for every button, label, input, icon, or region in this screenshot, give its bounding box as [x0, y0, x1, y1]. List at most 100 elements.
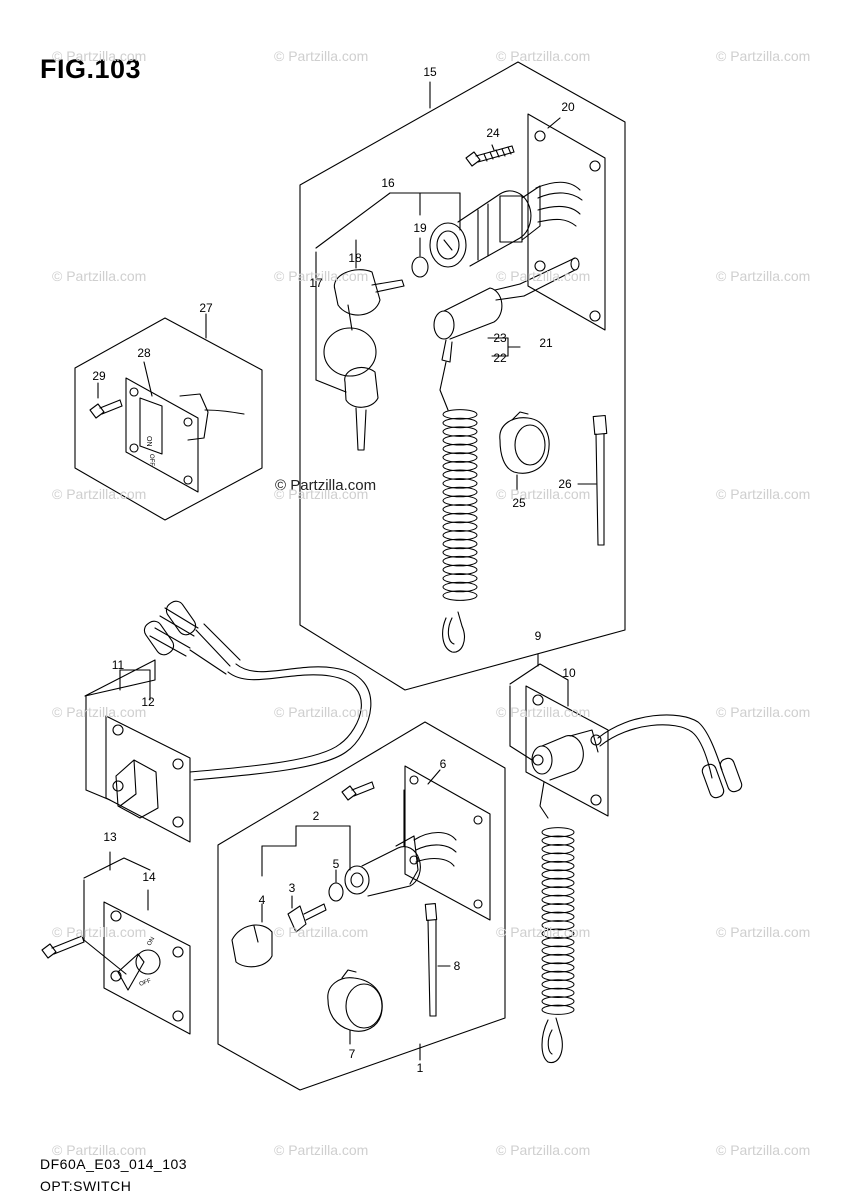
coil-loop-9	[542, 912, 574, 921]
group-27-outline	[75, 318, 262, 520]
coil-loop-21	[443, 418, 477, 428]
key-3	[288, 896, 326, 932]
watermark-text: © Partzilla.com	[52, 268, 147, 284]
panel-plate-10	[526, 686, 608, 816]
callout-13: 13	[103, 830, 117, 844]
callout-10: 10	[562, 666, 576, 680]
watermark-text: © Partzilla.com	[274, 486, 369, 502]
coil-loop-21	[443, 582, 477, 592]
group-9-outline	[510, 664, 568, 684]
callout-14: 14	[142, 870, 156, 884]
callout-9: 9	[534, 629, 542, 643]
watermark-text: © Partzilla.com	[274, 924, 369, 940]
watermark-text: © Partzilla.com	[716, 268, 811, 284]
callout-24: 24	[486, 126, 500, 140]
plate-14	[104, 902, 190, 1034]
callout-11: 11	[111, 658, 125, 672]
nut-19	[412, 257, 428, 277]
cap-7	[328, 970, 382, 1044]
callout-16: 16	[381, 176, 395, 190]
watermark-text: © Partzilla.com	[496, 268, 591, 284]
screw-13	[42, 936, 84, 958]
nut-5	[329, 883, 343, 901]
knob-on-label: ON	[147, 936, 157, 947]
coil-loop-9	[542, 1005, 574, 1014]
key-17	[316, 252, 378, 450]
coil-loop-21	[443, 591, 477, 601]
watermark-text: © Partzilla.com	[52, 486, 147, 502]
callout-21: 21	[539, 336, 553, 350]
coil-loop-9	[542, 946, 574, 955]
watermark-text: © Partzilla.com	[716, 486, 811, 502]
coil-loop-21	[443, 530, 477, 540]
coil-loop-9	[542, 878, 574, 887]
coil-loop-9	[542, 980, 574, 989]
coil-loop-21	[443, 565, 477, 575]
screw-6	[342, 782, 374, 800]
coil-loop-21	[443, 513, 477, 523]
watermark-text: © Partzilla.com	[496, 924, 591, 940]
coil-loop-21	[443, 435, 477, 445]
coil-loop-21	[443, 556, 477, 566]
coil-loop-9	[542, 904, 574, 913]
coil-loop-21	[443, 410, 477, 420]
callout-6: 6	[439, 757, 447, 771]
callout-25: 25	[512, 496, 526, 510]
coil-loop-9	[542, 895, 574, 904]
coil-loop-21	[443, 487, 477, 497]
group-1-outline	[218, 722, 505, 1090]
lanyard-coil-21	[440, 362, 464, 652]
callout-2: 2	[312, 809, 320, 823]
callout-3: 3	[288, 881, 296, 895]
coil-loop-9	[542, 921, 574, 930]
watermark-text: © Partzilla.com	[274, 704, 369, 720]
panel-plate-6	[405, 766, 490, 920]
cap-4	[232, 904, 272, 967]
callout-8: 8	[453, 959, 461, 973]
callout-28: 28	[137, 346, 151, 360]
wire-harness	[141, 598, 371, 780]
coil-loop-9	[542, 971, 574, 980]
callout-22: 22	[493, 351, 507, 365]
coil-loop-21	[443, 461, 477, 471]
callout-18: 18	[348, 251, 362, 265]
coil-loop-9	[542, 836, 574, 845]
callout-29: 29	[92, 369, 106, 383]
coil-loop-9	[542, 937, 574, 946]
coil-loop-21	[443, 453, 477, 463]
callout-15: 15	[423, 65, 437, 79]
callout-12: 12	[141, 695, 155, 709]
coil-loop-21	[443, 505, 477, 515]
ignition-switch-2	[262, 790, 456, 896]
cap-25	[500, 412, 549, 490]
coil-loop-9	[542, 853, 574, 862]
coil-loop-9	[542, 870, 574, 879]
plate-12	[106, 716, 190, 842]
callout-26: 26	[558, 477, 572, 491]
watermark-text: © Partzilla.com	[52, 704, 147, 720]
coil-loop-21	[443, 539, 477, 549]
coil-loop-21	[443, 427, 477, 437]
coil-loop-21	[443, 522, 477, 532]
coil-loop-21	[443, 548, 477, 558]
coil-loop-9	[542, 844, 574, 853]
callout-17: 17	[309, 276, 323, 290]
rocker-plate-28	[126, 378, 198, 492]
stop-switch-21	[434, 258, 579, 362]
callout-20: 20	[561, 100, 575, 114]
watermark-text: © Partzilla.com	[274, 48, 369, 64]
watermark-text: © Partzilla.com	[496, 1142, 591, 1158]
watermark-text: © Partzilla.com	[716, 704, 811, 720]
coil-loop-9	[542, 963, 574, 972]
watermark-text: © Partzilla.com	[716, 924, 811, 940]
lanyard-coil-9	[542, 1018, 562, 1063]
ignition-switch-16	[390, 182, 582, 267]
watermark-text: © Partzilla.com	[716, 48, 811, 64]
callout-27: 27	[199, 301, 213, 315]
coil-loop-9	[542, 954, 574, 963]
callout-5: 5	[332, 857, 340, 871]
watermark-text: © Partzilla.com	[496, 704, 591, 720]
screw-24	[466, 145, 514, 166]
figure-code: DF60A_E03_014_103	[40, 1156, 188, 1172]
